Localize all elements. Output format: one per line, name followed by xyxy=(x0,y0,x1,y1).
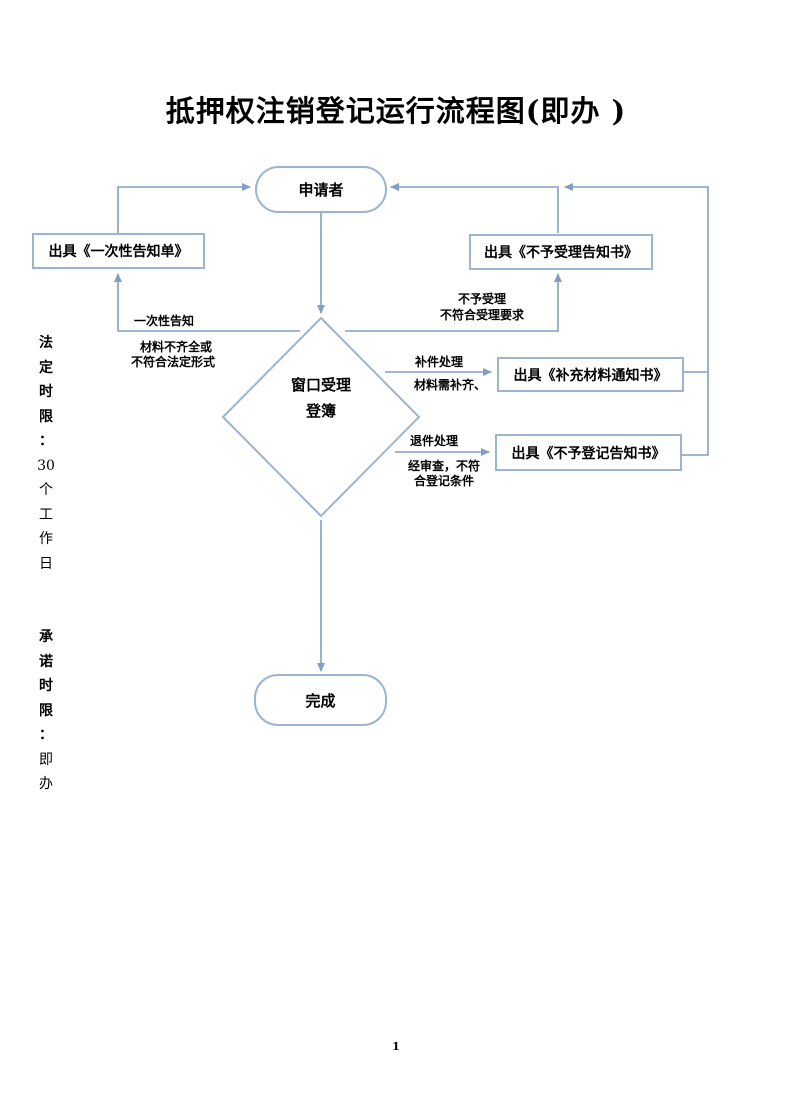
node-not-accept-notice: 出具《不予受理告知书》 xyxy=(469,234,653,270)
legal-char: 限 xyxy=(39,408,53,425)
side-time-limit-note: 法 定 时 限 ： 30 个 工 作 日 承 诺 时 限 ： 即 办 xyxy=(36,331,56,797)
spacer xyxy=(36,576,56,601)
label-supplement-1: 补件处理 xyxy=(415,355,464,369)
node-not-register-notice: 出具《不予登记告知书》 xyxy=(495,434,682,471)
label-supplement-2: 材料需补齐、 xyxy=(414,378,487,392)
label-return-3: 合登记条件 xyxy=(414,474,475,488)
node-supplement-notice: 出具《补充材料通知书》 xyxy=(497,357,684,392)
node-applicant: 申请者 xyxy=(255,166,387,213)
promise-value-char: 办 xyxy=(39,776,53,792)
node-one-time-notice: 出具《一次性告知单》 xyxy=(32,233,205,269)
legal-char: 定 xyxy=(39,359,53,376)
label-materials-incomplete-1: 材料不齐全或 xyxy=(140,340,213,354)
promise-char: 时 xyxy=(39,678,53,694)
spacer xyxy=(36,601,56,626)
edge-not-accept-notice-to-applicant xyxy=(390,183,559,233)
page-title: 抵押权注销登记运行流程图(即办 ) xyxy=(165,94,627,128)
label-return-2: 经审查，不符 xyxy=(408,459,481,473)
legal-value-char: 个 xyxy=(39,482,53,498)
promise-char: ： xyxy=(39,727,53,743)
label-materials-incomplete-2: 不符合法定形式 xyxy=(131,355,216,369)
node-done: 完成 xyxy=(254,674,387,726)
legal-value-char: 工 xyxy=(39,506,53,523)
label-one-time-tell: 一次性告知 xyxy=(134,314,195,328)
promise-value-char: 即 xyxy=(39,751,53,768)
promise-char: 限 xyxy=(39,702,53,719)
legal-value-char: 日 xyxy=(39,555,53,572)
edge-not-register-return xyxy=(564,183,709,456)
window-diamond xyxy=(221,316,421,518)
node-window: 窗口受理 登簿 xyxy=(271,372,371,424)
label-return-1: 退件处理 xyxy=(410,434,459,448)
label-not-accept-2: 不符合受理要求 xyxy=(440,308,525,322)
page-number: 1 xyxy=(392,1040,400,1053)
edge-to-not-accept-notice xyxy=(345,273,562,332)
edge-one-time-notice-to-applicant xyxy=(117,183,251,233)
legal-char: 时 xyxy=(39,384,53,400)
window-line-2: 登簿 xyxy=(305,402,336,420)
label-not-accept-1: 不予受理 xyxy=(458,292,507,306)
promise-char: 诺 xyxy=(39,653,53,670)
legal-value-char: 作 xyxy=(39,531,53,547)
legal-char: ： xyxy=(39,433,53,449)
edge-to-one-time-notice xyxy=(114,273,300,332)
promise-char: 承 xyxy=(39,629,53,645)
window-line-1: 窗口受理 xyxy=(290,376,351,394)
legal-char: 法 xyxy=(39,335,53,351)
legal-value-char: 30 xyxy=(37,457,55,474)
